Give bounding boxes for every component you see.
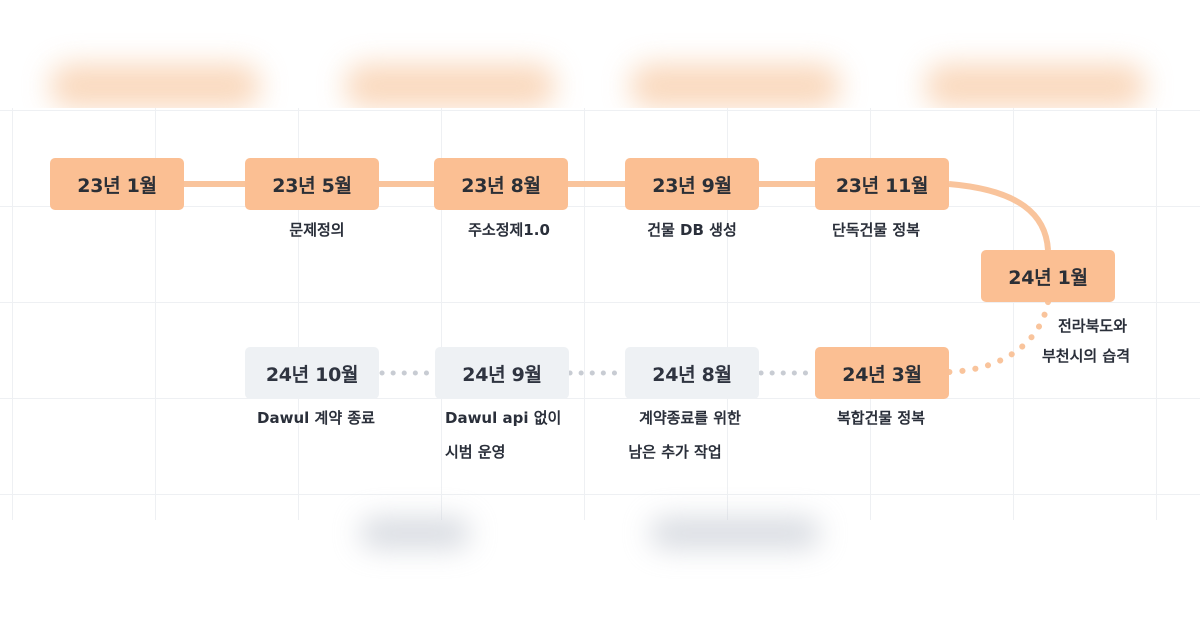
milestone-23-08: 23년 8월	[434, 158, 568, 210]
blurred-footer-band	[650, 518, 820, 548]
blurred-header-band	[50, 64, 260, 108]
blurred-header-band	[630, 64, 840, 108]
milestone-24-09: 24년 9월	[435, 347, 569, 399]
milestone-24-08: 24년 8월	[625, 347, 759, 399]
blurred-header-band	[345, 64, 555, 108]
milestone-caption: 계약종료를 위한	[639, 409, 741, 427]
blurred-footer-band	[360, 518, 470, 548]
milestone-24-01: 24년 1월	[981, 250, 1115, 302]
milestone-caption: 주소정제1.0	[468, 221, 550, 239]
milestone-caption: 전라북도와	[1058, 317, 1128, 335]
milestone-23-05: 23년 5월	[245, 158, 379, 210]
milestone-caption: 복합건물 정복	[836, 409, 926, 427]
milestone-23-11: 23년 11월	[815, 158, 949, 210]
milestone-23-01: 23년 1월	[50, 158, 184, 210]
blurred-header-band	[925, 64, 1145, 108]
milestone-caption: Dawul 계약 종료	[257, 409, 375, 427]
milestone-caption: 건물 DB 생성	[647, 221, 737, 239]
milestone-caption: 부천시의 습격	[1042, 347, 1131, 365]
connector-dotted-curve	[946, 299, 1051, 375]
timeline-canvas	[0, 108, 1200, 520]
milestone-caption: Dawul api 없이	[445, 409, 562, 427]
milestone-24-03: 24년 3월	[815, 347, 949, 399]
milestone-24-10: 24년 10월	[245, 347, 379, 399]
milestone-caption: 문제정의	[289, 221, 345, 239]
milestone-caption: 남은 추가 작업	[628, 443, 722, 461]
connector-curve	[948, 181, 1051, 251]
milestone-caption: 단독건물 정복	[831, 221, 921, 239]
milestone-caption: 시범 운영	[445, 443, 506, 461]
milestone-23-09: 23년 9월	[625, 158, 759, 210]
